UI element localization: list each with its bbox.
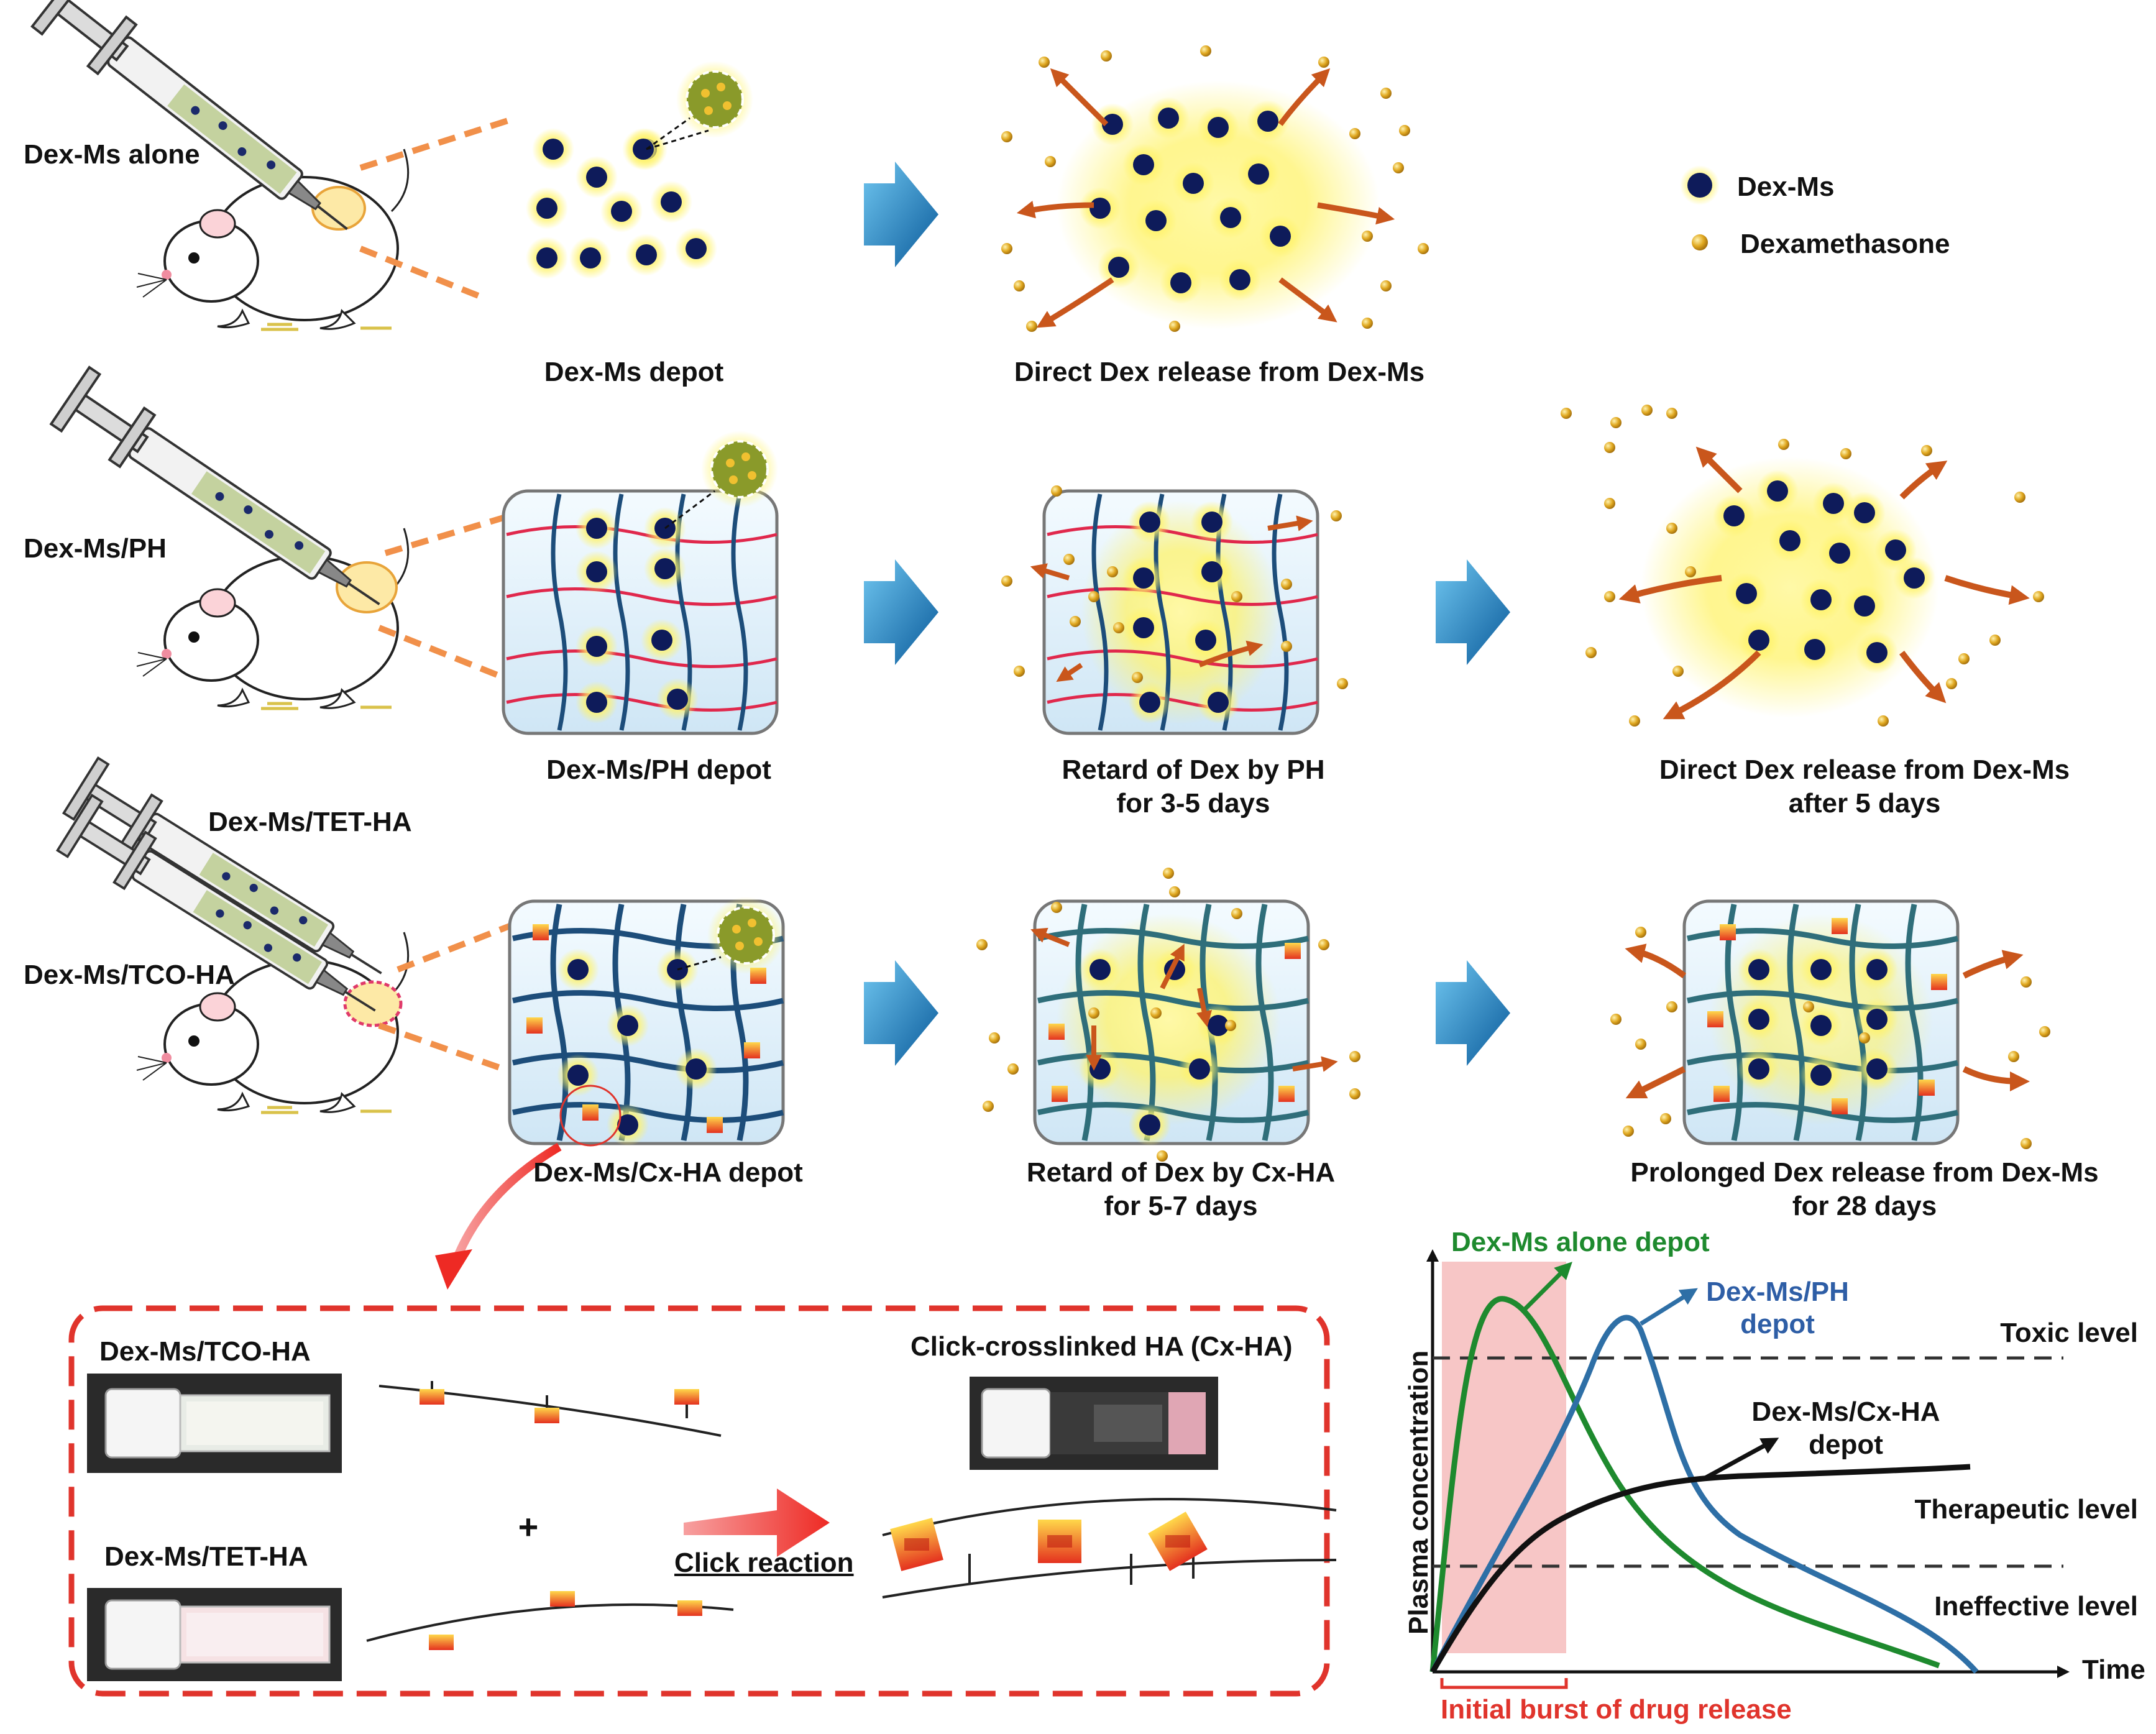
tet-linkers: [429, 1591, 702, 1650]
row2-stage3-line1: Direct Dex release from Dex-Ms: [1659, 755, 2070, 785]
row2-release: [1561, 405, 2044, 727]
row3-stage3-line1: Prolonged Dex release from Dex-Ms: [1630, 1157, 2099, 1188]
curve-alone-label: Dex-Ms alone depot: [1451, 1227, 1710, 1257]
inset-tet-title: Dex-Ms/TET-HA: [104, 1541, 308, 1572]
cx-ha-vial-photo: [970, 1377, 1218, 1470]
release-profile-graph: [1426, 1249, 2070, 1689]
curve-ph: [1430, 1314, 1979, 1674]
burst-label: Initial burst of drug release: [1441, 1694, 1792, 1725]
y-axis-label: Plasma concentration: [1403, 1350, 1434, 1635]
reaction-arrow: [684, 1489, 830, 1557]
inset-tco-title: Dex-Ms/TCO-HA: [99, 1336, 311, 1367]
row3-cxha-depot: [508, 897, 785, 1147]
row1-depot-spheres: [526, 61, 753, 279]
process-arrow-2: [864, 559, 938, 665]
process-arrow-1: [864, 162, 938, 267]
row2-depot-label: Dex-Ms/PH depot: [546, 755, 771, 785]
burst-bracket: [1440, 1678, 1568, 1689]
inset-plus: +: [518, 1507, 539, 1546]
legend-drug-label: Dexamethasone: [1740, 229, 1950, 259]
row2-stage2-line2: for 3-5 days: [1116, 788, 1270, 819]
row1-release: [1001, 45, 1429, 332]
curve-cx-label-line2: depot: [1809, 1429, 1883, 1460]
curve-cx-label-line1: Dex-Ms/Cx-HA: [1751, 1397, 1940, 1427]
legend-microsphere-icon: [1687, 173, 1712, 198]
x-axis-label: Time: [2082, 1654, 2145, 1685]
tet-ha-vial-photo: [87, 1588, 342, 1681]
row2-retard: [1001, 485, 1348, 735]
legend-drug-icon: [1692, 234, 1708, 250]
row2-ph-depot: [502, 431, 779, 735]
toxic-level-label: Toxic level: [2000, 1318, 2138, 1348]
therapeutic-level-label: Therapeutic level: [1914, 1494, 2138, 1525]
click-chemistry-inset: [68, 1305, 1337, 1697]
ineffective-level-label: Ineffective level: [1934, 1591, 2138, 1622]
legend-microsphere-label: Dex-Ms: [1737, 172, 1835, 202]
row1-syringe-label: Dex-Ms alone: [24, 139, 200, 170]
row2-stage2-line1: Retard of Dex by PH: [1062, 755, 1325, 785]
row3-syringe-label-top: Dex-Ms/TET-HA: [208, 807, 412, 837]
curve-ph-label-line2: depot: [1740, 1309, 1815, 1339]
cx-linkers: [890, 1512, 1208, 1571]
tco-linkers: [420, 1381, 699, 1423]
row3-stage2-line1: Retard of Dex by Cx-HA: [1026, 1157, 1336, 1188]
row3-retard: [976, 868, 1360, 1162]
row2-stage3-line2: after 5 days: [1788, 788, 1941, 819]
row3-stage3-line2: for 28 days: [1792, 1191, 1937, 1221]
burst-region: [1442, 1262, 1566, 1653]
process-arrow-5: [1436, 960, 1510, 1066]
curve-cx: [1430, 1464, 1971, 1674]
row1-release-label: Direct Dex release from Dex-Ms: [1014, 357, 1425, 387]
tco-ha-vial-photo: [87, 1374, 342, 1473]
row3-depot-label: Dex-Ms/Cx-HA depot: [533, 1157, 803, 1188]
row1-depot-label: Dex-Ms depot: [544, 357, 724, 387]
curve-alone: [1429, 1296, 1940, 1672]
inset-product-title: Click-crosslinked HA (Cx-HA): [911, 1331, 1293, 1362]
row2-syringe-label: Dex-Ms/PH: [24, 533, 167, 564]
row3-prolonged: [1610, 899, 2050, 1149]
row3-stage2-line2: for 5-7 days: [1104, 1191, 1258, 1221]
legend: [1680, 165, 1720, 250]
inset-reaction-label: Click reaction: [674, 1548, 854, 1578]
process-arrow-3: [1436, 559, 1510, 665]
row3-syringe-label-bottom: Dex-Ms/TCO-HA: [24, 960, 235, 990]
process-arrow-4: [864, 960, 938, 1066]
curve-ph-label-line1: Dex-Ms/PH: [1706, 1277, 1849, 1307]
